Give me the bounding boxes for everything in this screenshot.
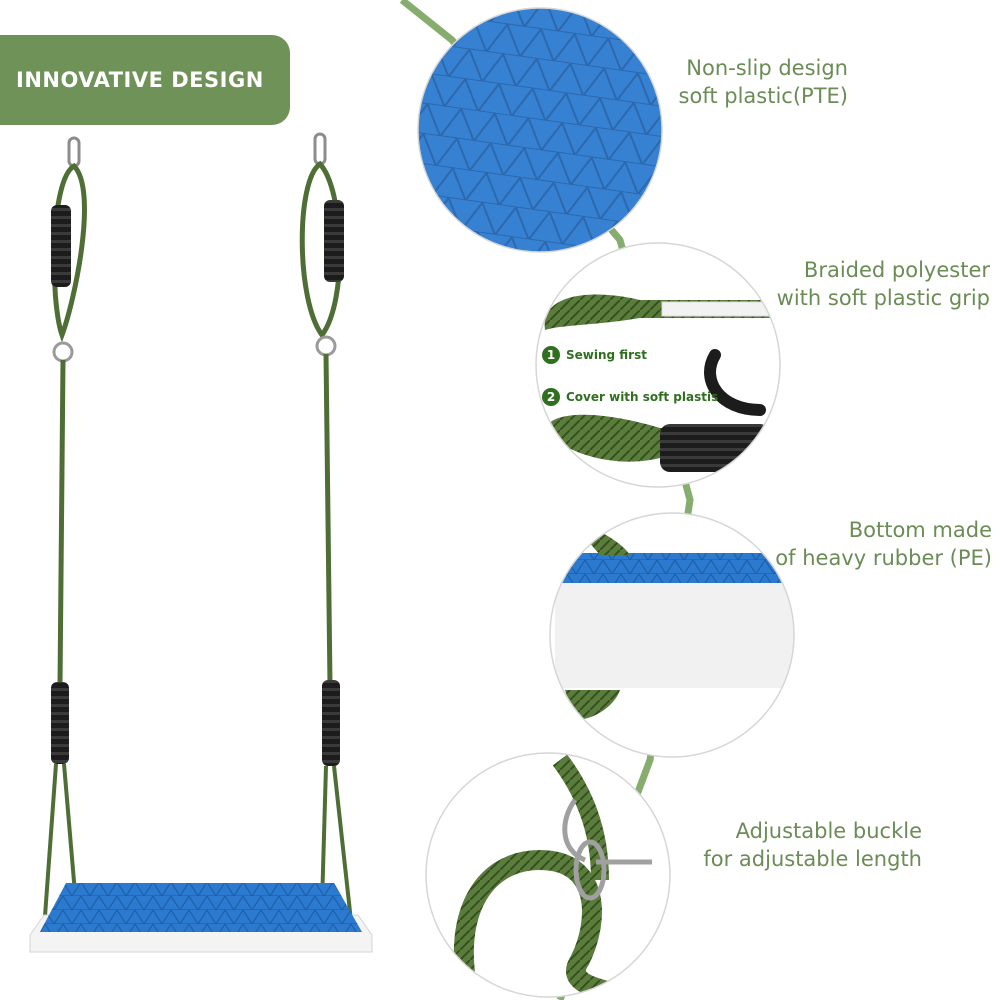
- feature-caption-bottom: Bottom made of heavy rubber (PE): [775, 516, 992, 572]
- feature-caption-nonslip: Non-slip design soft plastic(PTE): [679, 54, 848, 110]
- caption-line: Bottom made: [848, 518, 992, 542]
- feature-caption-rope: Braided polyester with soft plastic grip: [777, 256, 990, 312]
- step-number-badge: 1: [542, 346, 560, 364]
- swing-illustration: [29, 132, 373, 953]
- rope-grip: [660, 424, 770, 472]
- step-1: 1 Sewing first: [542, 346, 647, 364]
- right-hook: [313, 132, 327, 166]
- grip-upper-right: [324, 200, 344, 282]
- grip-lower-right: [322, 680, 340, 766]
- grip-upper-left: [51, 205, 71, 287]
- grip-lower-left: [51, 682, 69, 764]
- detail-circle-bottom: [550, 513, 794, 757]
- step-text: Sewing first: [566, 348, 647, 362]
- caption-line: with soft plastic grip: [776, 286, 990, 310]
- caption-line: for adjustable length: [703, 847, 922, 871]
- innovative-design-banner: INNOVATIVE DESIGN: [0, 35, 290, 125]
- banner-title: INNOVATIVE DESIGN: [16, 68, 264, 92]
- left-hook: [67, 136, 81, 168]
- step-2: 2 Cover with soft plastis: [542, 388, 718, 406]
- detail-circle-nonslip: [418, 8, 662, 252]
- feature-caption-buckle: Adjustable buckle for adjustable length: [703, 817, 922, 873]
- detail-circle-buckle: [426, 753, 670, 997]
- caption-line: Adjustable buckle: [735, 819, 922, 843]
- caption-line: soft plastic(PTE): [678, 84, 848, 108]
- caption-line: Non-slip design: [686, 56, 848, 80]
- caption-line: of heavy rubber (PE): [775, 546, 992, 570]
- caption-line: Braided polyester: [803, 258, 990, 282]
- detail-circle-rope: [536, 243, 780, 487]
- step-text: Cover with soft plastis: [566, 390, 719, 404]
- step-number-badge: 2: [542, 388, 560, 406]
